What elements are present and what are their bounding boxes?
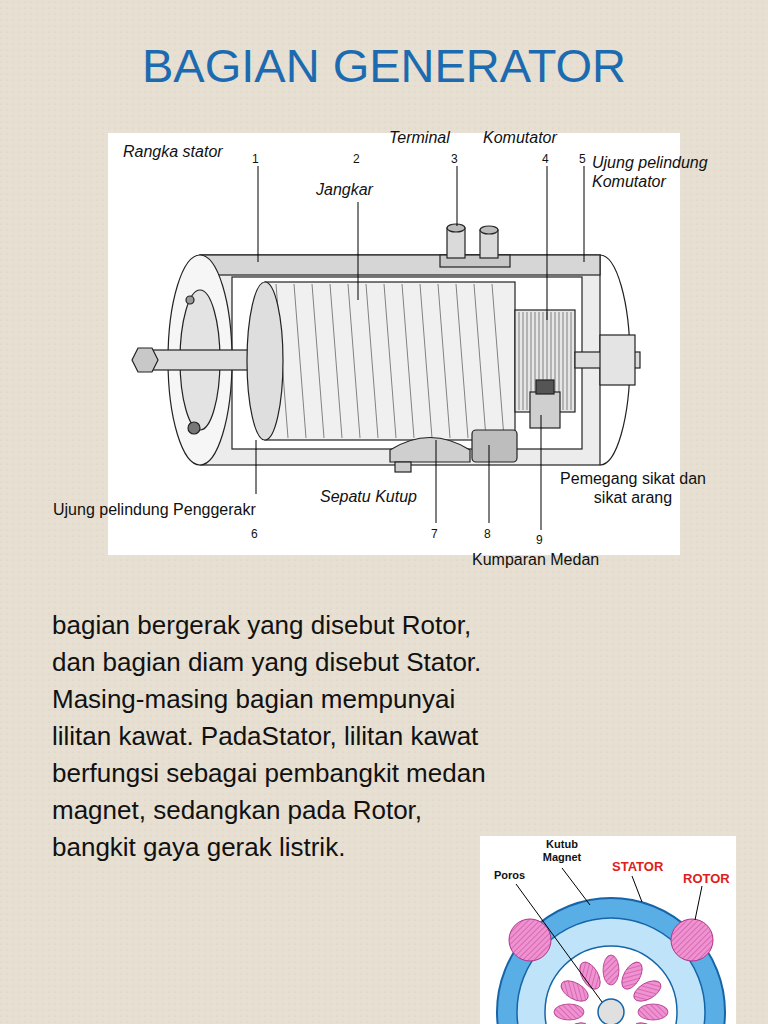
leader-line [516,884,602,1002]
callout-number: 4 [542,152,549,166]
body-paragraph: bagian bergerak yang disebut Rotor, dan … [52,607,512,866]
armature-windings [276,284,504,438]
commutator-bar [563,312,564,410]
lamination-face [247,282,283,440]
leader-line [489,445,490,523]
bearing-hub [600,335,635,385]
part-label: Komutator [483,128,557,147]
winding-line [348,284,360,438]
cutaway-opening [232,277,582,449]
leader-line [584,166,585,262]
rotor-slot [630,1019,664,1024]
bolt-hole [186,296,194,304]
part-label: Ujung pelindung Penggerakr [53,500,256,519]
field-coil [472,430,517,462]
rotor-core [545,946,677,1024]
terminal-post [447,224,465,232]
frame-bolt [395,462,411,472]
callout-number: 2 [353,152,360,166]
shaft-nut [132,348,158,372]
leader-line [541,415,542,530]
commutator-bar [527,312,528,410]
field-winding [671,919,713,961]
callout-number: 7 [431,527,438,541]
winding-line [456,284,468,438]
leader-line [695,886,702,920]
shaft [598,999,624,1024]
leader-lines [516,868,702,1002]
winding-line [312,284,324,438]
pole-shoe [390,438,470,463]
commutator-bar [523,312,524,410]
callout-number: 9 [536,533,543,547]
slide-title: BAGIAN GENERATOR [0,42,768,89]
winding-line [420,284,432,438]
rotor-slot [576,959,605,993]
generator-cutaway [132,224,640,472]
part-label: Kumparan Medan [472,550,599,569]
part-label: STATOR [612,859,663,875]
commutator-bar [567,312,568,410]
rotor-slot [630,977,664,1006]
leader-line [258,166,259,262]
callout-number: 1 [252,152,259,166]
cross-section [480,836,736,1024]
part-label: Ujung pelindung Komutator [592,153,742,191]
armature [265,282,515,440]
part-label: Terminal [389,128,450,147]
winding-line [330,284,342,438]
winding-line [384,284,396,438]
winding-line [366,284,378,438]
brush-holder [530,392,560,428]
winding-line [438,284,450,438]
leader-line [358,202,359,300]
part-label: Jangkar [316,180,373,199]
callout-number: 8 [484,527,491,541]
stator-frame [200,255,600,275]
bolt-hole [188,422,200,434]
part-label: Sepatu Kutup [320,487,417,506]
housing-body [200,255,600,465]
leader-line [547,166,548,320]
callout-number: 5 [579,152,586,166]
part-label: ROTOR [683,871,730,887]
part-label: Pemegang sikat dan sikat arang [548,469,718,507]
rotor-slot [603,955,619,985]
winding-line [474,284,486,438]
leader-line [632,876,642,902]
rotor-slot [554,1004,584,1020]
rotor-slot [638,1004,668,1020]
stator-ring [497,898,725,1024]
leader-line [256,440,257,494]
leader-line [562,868,590,905]
commutator-bar [519,312,520,410]
leader-lines [256,166,584,530]
winding-line [402,284,414,438]
carbon-brush [536,380,554,394]
winding-line [294,284,306,438]
part-label: Poros [494,869,525,882]
terminal-post [480,226,498,234]
part-label: Kutub Magnet [536,838,588,864]
callout-number: 3 [451,152,458,166]
field-winding [509,919,551,961]
winding-line [492,284,504,438]
leader-line [436,440,437,523]
rotor-windings [554,955,668,1024]
callout-number: 6 [251,527,258,541]
leader-line [457,166,458,226]
part-label: Rangka stator [123,142,223,161]
commutator-bar [571,312,572,410]
